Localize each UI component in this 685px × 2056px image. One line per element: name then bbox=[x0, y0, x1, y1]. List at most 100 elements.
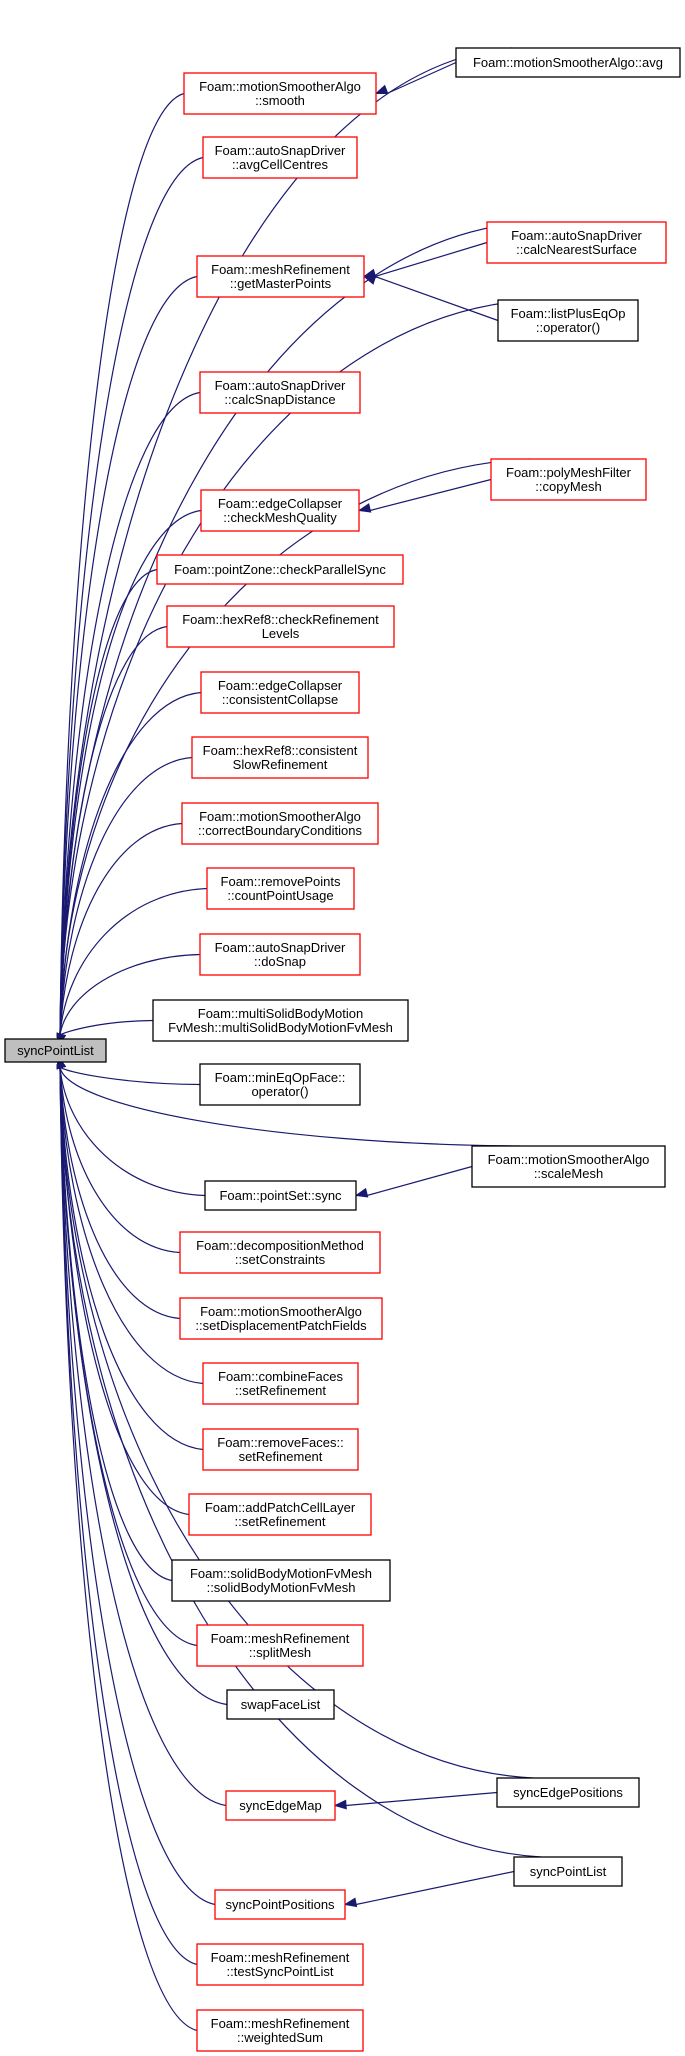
edge-swapface-to-root bbox=[59, 1066, 228, 1706]
node-label: Foam::decompositionMethod bbox=[196, 1238, 364, 1253]
node-label: ::setConstraints bbox=[235, 1252, 326, 1267]
node-label: setRefinement bbox=[239, 1449, 323, 1464]
node-label: ::copyMesh bbox=[535, 479, 601, 494]
nodes-layer: syncPointListFoam::motionSmootherAlgo::a… bbox=[4, 47, 681, 2052]
arrowhead-scalemesh-to-pointsetsync bbox=[354, 1187, 369, 1198]
node-box bbox=[191, 736, 369, 779]
node-avgcell[interactable]: Foam::autoSnapDriver::avgCellCentres bbox=[202, 136, 358, 179]
node-label: Foam::combineFaces bbox=[218, 1369, 343, 1384]
node-box bbox=[199, 371, 361, 414]
node-box bbox=[496, 1777, 640, 1808]
node-label: Foam::meshRefinement bbox=[211, 1950, 350, 1965]
edge-checkpar-to-root bbox=[59, 568, 158, 1036]
node-weighted[interactable]: Foam::meshRefinement::weightedSum bbox=[196, 2009, 364, 2052]
edge-syncpointlist2-to-syncpointpos bbox=[355, 1870, 515, 1906]
node-pointsetsync[interactable]: Foam::pointSet::sync bbox=[204, 1180, 357, 1211]
node-calcnear[interactable]: Foam::autoSnapDriver::calcNearestSurface bbox=[486, 221, 667, 264]
node-box bbox=[196, 1943, 364, 1986]
focus-node-syncPointList[interactable]: syncPointList bbox=[4, 1038, 107, 1063]
node-consistcol[interactable]: Foam::edgeCollapser::consistentCollapse bbox=[200, 671, 360, 714]
node-box bbox=[206, 867, 355, 910]
node-label: Foam::polyMeshFilter bbox=[506, 465, 632, 480]
node-label: Foam::removePoints bbox=[221, 874, 341, 889]
node-box bbox=[188, 1493, 372, 1536]
node-testsync[interactable]: Foam::meshRefinement::testSyncPointList bbox=[196, 1943, 364, 1986]
node-label: syncEdgePositions bbox=[513, 1785, 623, 1800]
node-setdisp[interactable]: Foam::motionSmootherAlgo::setDisplacemen… bbox=[179, 1297, 383, 1340]
edge-calcnear-to-getmaster bbox=[374, 241, 488, 278]
node-scalemesh[interactable]: Foam::motionSmootherAlgo::scaleMesh bbox=[471, 1145, 666, 1188]
edge-avgcell-to-root bbox=[59, 156, 204, 1036]
node-getmaster[interactable]: Foam::meshRefinement::getMasterPoints bbox=[196, 255, 365, 298]
node-label: Foam::autoSnapDriver bbox=[215, 143, 346, 158]
edge-calcsnap-to-root bbox=[59, 391, 201, 1036]
edge-multisolid-to-root bbox=[59, 1019, 154, 1036]
node-box bbox=[226, 1689, 335, 1720]
edge-pointsetsync-to-root bbox=[59, 1066, 206, 1197]
node-splitmesh[interactable]: Foam::meshRefinement::splitMesh bbox=[196, 1624, 364, 1667]
node-syncedgemap[interactable]: syncEdgeMap bbox=[225, 1790, 336, 1821]
edge-listplus-to-getmaster bbox=[374, 275, 499, 322]
edge-testsync-to-root bbox=[59, 1066, 198, 1966]
node-box bbox=[196, 255, 365, 298]
node-box bbox=[486, 221, 667, 264]
node-countpt[interactable]: Foam::removePoints::countPointUsage bbox=[206, 867, 355, 910]
node-setconstr[interactable]: Foam::decompositionMethod::setConstraint… bbox=[179, 1231, 381, 1274]
node-removeref[interactable]: Foam::removeFaces::setRefinement bbox=[202, 1428, 359, 1471]
edge-splitmesh-to-root bbox=[59, 1066, 198, 1647]
node-label: Foam::motionSmootherAlgo bbox=[199, 79, 361, 94]
node-polymesh[interactable]: Foam::polyMeshFilter::copyMesh bbox=[490, 458, 647, 501]
node-label: Foam::autoSnapDriver bbox=[215, 378, 346, 393]
node-box bbox=[214, 1889, 346, 1920]
node-swapface[interactable]: swapFaceList bbox=[226, 1689, 335, 1720]
node-label: ::correctBoundaryConditions bbox=[198, 823, 363, 838]
edge-getmaster-to-root bbox=[59, 275, 198, 1036]
node-mscavg[interactable]: Foam::motionSmootherAlgo::avg bbox=[455, 47, 681, 78]
node-calcsnap[interactable]: Foam::autoSnapDriver::calcSnapDistance bbox=[199, 371, 361, 414]
edge-countpt-to-root bbox=[59, 887, 208, 1036]
node-syncpointpos[interactable]: syncPointPositions bbox=[214, 1889, 346, 1920]
node-listplus[interactable]: Foam::listPlusEqOp::operator() bbox=[497, 299, 639, 342]
node-label: Foam::autoSnapDriver bbox=[215, 940, 346, 955]
node-box bbox=[196, 1624, 364, 1667]
node-box bbox=[156, 554, 404, 585]
edge-removeref-to-root bbox=[59, 1066, 204, 1451]
node-syncpointlist2[interactable]: syncPointList bbox=[513, 1856, 623, 1887]
node-combref[interactable]: Foam::combineFaces::setRefinement bbox=[202, 1362, 359, 1405]
edge-syncpointpos-to-root bbox=[59, 1066, 216, 1906]
node-box bbox=[200, 671, 360, 714]
node-box bbox=[196, 2009, 364, 2052]
node-box bbox=[202, 1428, 359, 1471]
edge-mineq-to-root bbox=[59, 1066, 201, 1086]
node-label: ::consistentCollapse bbox=[222, 692, 338, 707]
node-label: ::calcSnapDistance bbox=[224, 392, 335, 407]
node-checkpar[interactable]: Foam::pointZone::checkParallelSync bbox=[156, 554, 404, 585]
node-label: Foam::addPatchCellLayer bbox=[205, 1500, 356, 1515]
node-syncedgepos[interactable]: syncEdgePositions bbox=[496, 1777, 640, 1808]
node-box bbox=[225, 1790, 336, 1821]
node-label: ::getMasterPoints bbox=[230, 276, 332, 291]
node-label: syncPointList bbox=[17, 1043, 94, 1058]
node-label: Foam::meshRefinement bbox=[211, 262, 350, 277]
node-box bbox=[497, 299, 639, 342]
node-box bbox=[513, 1856, 623, 1887]
node-multisolid[interactable]: Foam::multiSolidBodyMotionFvMesh::multiS… bbox=[152, 999, 409, 1042]
node-label: ::avgCellCentres bbox=[232, 157, 329, 172]
node-box bbox=[455, 47, 681, 78]
node-box bbox=[199, 1063, 361, 1106]
node-label: ::setDisplacementPatchFields bbox=[195, 1318, 367, 1333]
node-box bbox=[202, 1362, 359, 1405]
node-mineq[interactable]: Foam::minEqOpFace::operator() bbox=[199, 1063, 361, 1106]
node-solidbody[interactable]: Foam::solidBodyMotionFvMesh::solidBodyMo… bbox=[171, 1559, 391, 1602]
node-addpatch[interactable]: Foam::addPatchCellLayer::setRefinement bbox=[188, 1493, 372, 1536]
node-smooth[interactable]: Foam::motionSmootherAlgo::smooth bbox=[183, 72, 377, 115]
node-box bbox=[181, 802, 379, 845]
node-label: Foam::motionSmootherAlgo bbox=[200, 1304, 362, 1319]
node-checkmesh[interactable]: Foam::edgeCollapser::checkMeshQuality bbox=[200, 489, 360, 532]
edge-scalemesh-to-pointsetsync bbox=[366, 1165, 473, 1197]
node-dosnap[interactable]: Foam::autoSnapDriver::doSnap bbox=[199, 933, 361, 976]
node-label: Foam::solidBodyMotionFvMesh bbox=[190, 1566, 372, 1581]
node-correctbc[interactable]: Foam::motionSmootherAlgo::correctBoundar… bbox=[181, 802, 379, 845]
